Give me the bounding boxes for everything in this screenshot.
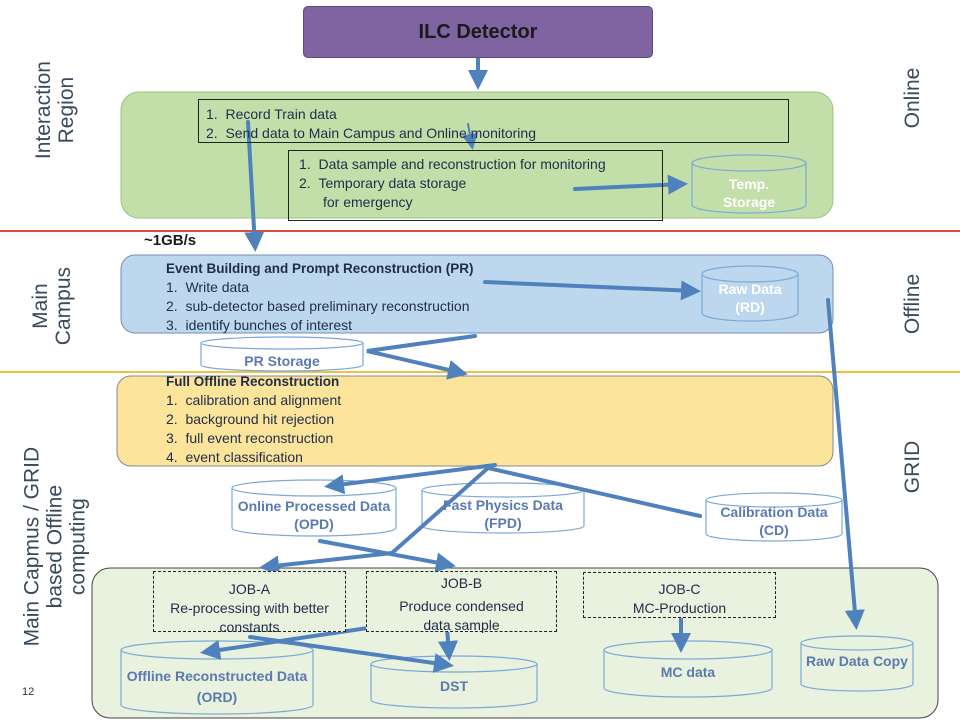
- pr-item-2: 2. sub-detector based preliminary recons…: [166, 298, 470, 314]
- raw-data-cylinder: [701, 265, 799, 322]
- job-c-title: JOB-C: [658, 581, 701, 597]
- arrow-monitor-to-temp: [573, 174, 688, 195]
- job-c-box: JOB-C MC-Production: [583, 572, 776, 618]
- fpd-cylinder: [421, 482, 585, 534]
- monitoring-box: 1. Data sample and reconstruction for mo…: [288, 150, 663, 221]
- main-campus-label: Main Campus: [28, 267, 75, 346]
- arrow-pr-to-raw: [483, 280, 701, 301]
- arrow-offline-to-opd: [324, 463, 497, 495]
- temp-storage-cylinder: [691, 154, 807, 214]
- arrow-pr-to-offline: [366, 334, 477, 380]
- offline-label: Offline: [901, 273, 924, 335]
- pr-storage-cylinder: [200, 336, 364, 372]
- job-b-box: JOB-B Produce condensed data sample: [366, 571, 557, 633]
- main-campus-panel: [120, 254, 834, 334]
- ilc-detector-box: ILC Detector: [303, 6, 653, 58]
- mc-data-label: MC data: [660, 664, 716, 680]
- job-b-desc: Produce condensed data sample: [399, 598, 524, 633]
- offline-item-1: 1. calibration and alignment: [166, 392, 342, 408]
- fpd-label: Fast Physics Data (FPD): [443, 497, 563, 531]
- arrow-raw-to-copy: [826, 298, 865, 630]
- arrow-cd-to-offline: [259, 465, 702, 576]
- ord-label: Offline Reconstructed Data (ORD): [126, 668, 308, 705]
- pr-title: Event Building and Prompt Reconstruction…: [166, 261, 474, 276]
- offline-item-3: 3. full event reconstruction: [166, 430, 334, 446]
- offline-item-4: 4. event classification: [166, 449, 303, 465]
- pr-storage-label: PR Storage: [244, 353, 320, 369]
- monitor-item-1: 1. Data sample and reconstruction for mo…: [299, 156, 606, 172]
- page-number: 12: [22, 686, 35, 698]
- offline-item-2: 2. background hit rejection: [166, 411, 335, 427]
- job-c-desc: MC-Production: [632, 600, 727, 616]
- monitor-item-2: 2. Temporary data storage: [299, 175, 467, 191]
- offline-text: Full Offline Reconstruction 1. calibrati…: [166, 372, 686, 467]
- temp-storage-label: Temp. Storage: [722, 176, 776, 210]
- online-label: Online: [901, 67, 924, 129]
- arrow-opd-to-jobb: [318, 539, 456, 573]
- cd-cylinder: [705, 492, 843, 542]
- mc-data-cylinder: [603, 640, 773, 698]
- ir-item-1: 1. Record Train data: [206, 106, 337, 122]
- raw-data-label: Raw Data (RD): [718, 281, 782, 315]
- pr-item-3: 3. identify bunches of interest: [166, 317, 353, 333]
- grid-label: GRID: [901, 440, 924, 494]
- job-a-title: JOB-A: [228, 581, 271, 597]
- detector-label: ILC Detector: [418, 20, 538, 43]
- raw-copy-label: Raw Data Copy: [806, 653, 908, 669]
- offline-title: Full Offline Reconstruction: [166, 374, 340, 389]
- job-b-title: JOB-B: [440, 575, 483, 591]
- job-a-desc: Re-processing with better constants: [170, 600, 329, 635]
- grid-computing-label: Main Capmus / GRID based Offline computi…: [20, 446, 90, 647]
- job-a-box: JOB-A Re-processing with better constant…: [153, 571, 346, 635]
- raw-copy-cylinder: [800, 635, 914, 692]
- data-rate-label: ~1GB/s: [144, 232, 197, 249]
- ir-item-2: 2. Send data to Main Campus and Online m…: [206, 125, 536, 141]
- pr-text: Event Building and Prompt Reconstruction…: [166, 259, 686, 335]
- pr-item-1: 1. Write data: [166, 279, 250, 295]
- interaction-region-label: Interaction Region: [31, 61, 78, 160]
- monitor-item-2b: for emergency: [323, 194, 413, 210]
- dst-label: DST: [440, 678, 468, 694]
- opd-label: Online Processed Data (OPD): [237, 498, 391, 532]
- ord-cylinder: [120, 640, 314, 715]
- record-send-box: 1. Record Train data 2. Send data to Mai…: [198, 99, 789, 143]
- cd-label: Calibration Data (CD): [720, 504, 828, 538]
